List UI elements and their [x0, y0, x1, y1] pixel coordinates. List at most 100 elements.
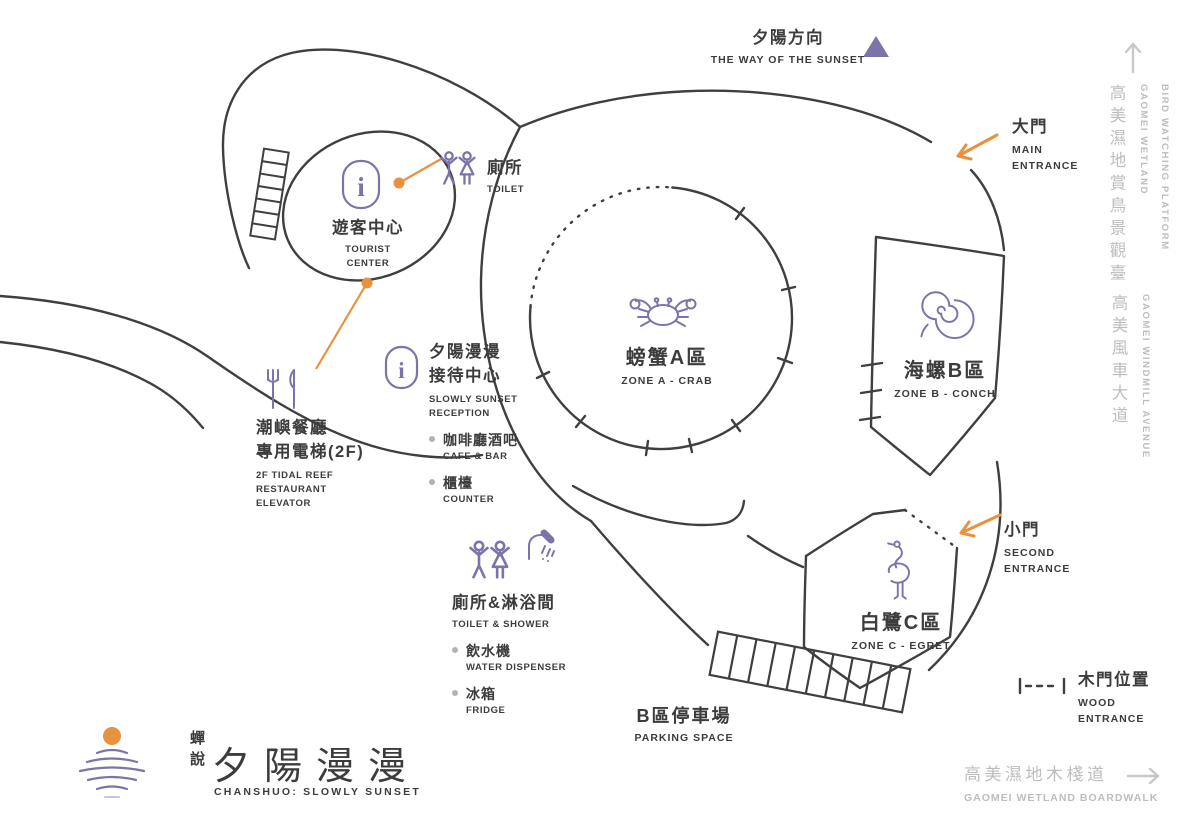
road-left-upper: [0, 294, 484, 459]
windmill-avenue-en: GAOMEI WINDMILL AVENUE: [1140, 294, 1151, 459]
restaurant-elevator-icon: [267, 369, 295, 409]
tourist-center-zh: 遊客中心: [332, 219, 404, 237]
bird-platform-label: 高美濕地賞鳥景觀臺 GAOMEI WETLAND BIRD WATCHING P…: [1104, 84, 1170, 287]
tourist-center-en2: CENTER: [346, 258, 390, 270]
windmill-avenue-label: 高美風車大道 GAOMEI WINDMILL AVENUE: [1106, 294, 1151, 459]
second-entrance-en1: SECOND: [1004, 546, 1055, 559]
zone-a-label: 螃蟹A區 ZONE A - CRAB: [572, 341, 762, 390]
sun-waves-logo-icon: [78, 727, 146, 798]
road-bottom-inner: [571, 484, 746, 527]
sunset-triangle-icon: [863, 36, 889, 57]
road-bottom-right-outer: [927, 460, 1002, 672]
boardwalk-label: 高美濕地木棧道 GAOMEI WETLAND BOARDWALK: [964, 760, 1158, 807]
road-left-lower: [0, 340, 205, 430]
main-entrance-zh: 大門: [1012, 118, 1048, 136]
leader-dot: [393, 177, 405, 189]
fridge-zh: 冰箱: [466, 686, 496, 703]
sunset-direction-label: 夕陽方向 THE WAY OF THE SUNSET: [703, 27, 873, 69]
leader-line-toilet: [398, 158, 442, 184]
toilet-shower-label: 廁所&淋浴間 TOILET & SHOWER 飲水機 WATER DISPENS…: [452, 592, 566, 718]
second-entrance-arrow-icon: [959, 513, 1002, 538]
parking-en: PARKING SPACE: [634, 732, 734, 744]
main-entrance-en1: MAIN: [1012, 143, 1043, 156]
toilet-shower-item-fridge: 冰箱 FRIDGE: [452, 685, 566, 718]
svg-text:i: i: [398, 358, 405, 383]
conch-icon: [920, 291, 975, 340]
cafe-bar-zh: 咖啡廳酒吧: [443, 432, 518, 449]
elevator-en1: 2F TIDAL REEF: [256, 469, 334, 481]
bird-platform-en1: GAOMEI WETLAND: [1138, 84, 1149, 196]
zone-c-zh: 白鷺C區: [859, 612, 943, 634]
second-entrance-zh: 小門: [1004, 521, 1040, 539]
info-icon-reception: i: [384, 345, 419, 390]
sunset-direction-en: THE WAY OF THE SUNSET: [710, 53, 866, 66]
zone-a-circle: [528, 185, 797, 457]
wood-entrance-label: 木門位置 WOOD ENTRANCE: [1078, 669, 1150, 727]
zone-b-label: 海螺B區 ZONE B - CONCH: [850, 354, 1040, 403]
main-entrance-label: 大門 MAIN ENTRANCE: [1012, 116, 1078, 174]
second-entrance-label: 小門 SECOND ENTRANCE: [1004, 519, 1070, 577]
bullet-dot: [429, 479, 435, 486]
road-to-parking: [589, 519, 710, 647]
leader-dot: [361, 277, 373, 289]
main-entrance-en2: ENTRANCE: [1012, 159, 1079, 172]
toilet-shower-en: TOILET & SHOWER: [452, 618, 550, 630]
toilet-female-icon: [458, 151, 476, 185]
reception-en2: RECEPTION: [429, 408, 490, 420]
elevator-zh1: 潮嶼餐廳: [256, 419, 328, 437]
zone-c-label: 白鷺C區 ZONE C - EGRET: [806, 606, 996, 655]
zone-b-ticks: [858, 361, 884, 422]
main-entrance-arrow-icon: [956, 133, 999, 161]
zone-a-zh: 螃蟹A區: [625, 347, 709, 369]
wood-gate-icon: [1018, 677, 1066, 695]
toilet-zh: 廁所: [487, 159, 523, 177]
toilet-shower-zh: 廁所&淋浴間: [452, 594, 556, 612]
crab-icon: [629, 297, 697, 327]
parking-zh: B區停車場: [636, 706, 732, 726]
reception-label: 夕陽漫漫 接待中心 SLOWLY SUNSET RECEPTION 咖啡廳酒吧 …: [429, 341, 518, 508]
parking-lot: [708, 630, 912, 714]
tourist-center-label: 遊客中心 TOURIST CENTER: [298, 217, 438, 271]
water-dispenser-zh: 飲水機: [466, 643, 511, 660]
wood-entrance-en2: ENTRANCE: [1078, 712, 1145, 725]
reception-zh1: 夕陽漫漫: [429, 343, 501, 361]
zone-b-en: ZONE B - CONCH: [894, 388, 996, 400]
logo-subtitle: CHANSHUO: SLOWLY SUNSET: [214, 786, 421, 798]
roads: [0, 48, 1006, 672]
counter-zh: 櫃檯: [443, 475, 473, 492]
toilet-icons: [440, 151, 476, 185]
logo-title: 夕陽漫漫: [212, 746, 421, 788]
fridge-en: FRIDGE: [466, 705, 506, 717]
reception-zh2: 接待中心: [429, 366, 501, 385]
road-entrance-curve: [969, 168, 1006, 252]
reception-item-cafe: 咖啡廳酒吧 CAFE & BAR: [429, 431, 518, 464]
zone-a-dotted-arc: [529, 185, 674, 308]
road-to-zone-c: [746, 534, 805, 569]
road-top-outer: [518, 89, 933, 144]
toilet-female-icon: [490, 540, 510, 579]
cafe-bar-en: CAFE & BAR: [443, 451, 508, 463]
wood-entrance-en1: WOOD: [1078, 696, 1116, 709]
elevator-en3: ELEVATOR: [256, 498, 311, 510]
toilet-shower-item-water: 飲水機 WATER DISPENSER: [452, 642, 566, 675]
second-entrance-en2: ENTRANCE: [1004, 562, 1071, 575]
stairs: [249, 147, 290, 241]
sunset-direction-zh: 夕陽方向: [752, 29, 824, 47]
wood-entrance-zh: 木門位置: [1078, 671, 1150, 689]
shower-icon: [528, 529, 555, 562]
elevator-en2: RESTAURANT: [256, 484, 327, 496]
leader-lines: [315, 158, 442, 370]
zone-a-ticks: [535, 206, 797, 457]
elevator-label: 潮嶼餐廳 專用電梯(2F) 2F TIDAL REEF RESTAURANT E…: [256, 417, 364, 512]
parking-label: B區停車場 PARKING SPACE: [589, 702, 779, 747]
svg-text:i: i: [357, 172, 365, 202]
road-top-left-loop: [221, 48, 522, 270]
egret-icon: [887, 540, 910, 600]
right-arrow-icon: [1126, 767, 1160, 785]
zone-c-dotted-edge: [903, 508, 959, 550]
elevator-zh2: 專用電梯(2F): [256, 442, 365, 461]
up-arrow-icon: [1124, 42, 1142, 74]
zone-a-en: ZONE A - CRAB: [621, 375, 713, 387]
zone-c-en: ZONE C - EGRET: [851, 640, 951, 652]
